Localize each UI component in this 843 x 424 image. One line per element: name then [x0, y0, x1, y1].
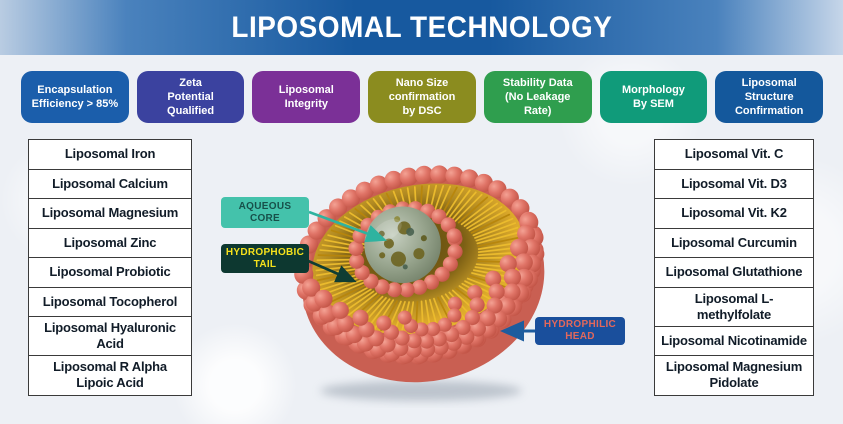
list-item: Liposomal R Alpha Lipoic Acid — [28, 355, 192, 396]
list-item: Liposomal L-methylfolate — [654, 286, 814, 327]
list-item: Liposomal Glutathione — [654, 257, 814, 288]
list-item: Liposomal Magnesium Pidolate — [654, 355, 814, 396]
badge-zeta-potential-qualified: Zeta Potential Qualified — [136, 71, 245, 123]
badge-stability-data-no-leakage-ra: Stability Data (No Leakage Rate) — [483, 71, 592, 123]
list-item: Liposomal Tocopherol — [28, 286, 192, 318]
header-banner: LIPOSOMAL TECHNOLOGY — [0, 0, 843, 55]
list-item: Liposomal Nicotinamide — [654, 325, 814, 357]
quality-badge-row: Encapsulation Efficiency > 85%Zeta Poten… — [21, 71, 824, 123]
badge-nano-size-confirmation-by-ds: Nano Size confirmation by DSC — [368, 71, 476, 123]
list-item: Liposomal Calcium — [28, 168, 192, 200]
liposome-illustration — [294, 165, 545, 401]
badge-morphology-by-sem: Morphology By SEM — [599, 71, 708, 123]
list-item: Liposomal Hyaluronic Acid — [28, 316, 192, 357]
badge-liposomal-integrity: Liposomal Integrity — [252, 71, 361, 123]
list-item: Liposomal Vit. D3 — [654, 168, 814, 200]
badge-encapsulation-efficiency-85: Encapsulation Efficiency > 85% — [21, 71, 129, 123]
list-item: Liposomal Probiotic — [28, 257, 192, 288]
liposome-shadow — [320, 380, 522, 401]
list-item: Liposomal Magnesium — [28, 198, 192, 229]
list-item: Liposomal Curcumin — [654, 227, 814, 259]
hydrophobic-tail-label: HYDROPHOBIC TAIL — [221, 244, 309, 273]
list-item: Liposomal Zinc — [28, 227, 192, 259]
hydrophilic-head-label: HYDROPHILIC HEAD — [535, 317, 625, 345]
page-title: LIPOSOMAL TECHNOLOGY — [230, 10, 613, 44]
list-item: Liposomal Iron — [28, 139, 192, 170]
list-item: Liposomal Vit. C — [654, 139, 814, 170]
list-item: Liposomal Vit. K2 — [654, 198, 814, 229]
aqueous-core-label: AQUEOUS CORE — [221, 197, 309, 228]
badge-liposomal-structure-confirma: Liposomal Structure Confirmation — [715, 71, 824, 123]
